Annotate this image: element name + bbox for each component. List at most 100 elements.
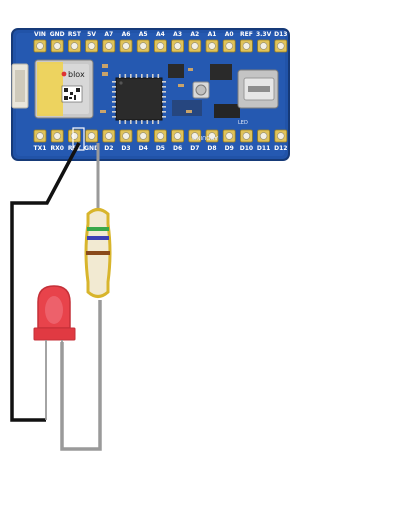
- top-pin-a1: [205, 39, 219, 53]
- module-gold-edge: [37, 62, 63, 116]
- module-brand-text: blox: [68, 70, 85, 79]
- top-pin-a3: [171, 39, 185, 53]
- top-pin-vin: [33, 39, 47, 53]
- reset-button-cap: [195, 84, 207, 96]
- bottom-pin-gnd: [85, 129, 98, 143]
- mcu-chip: [112, 74, 166, 124]
- bottom-pin-rst: [68, 129, 81, 143]
- chip-leg: [157, 74, 160, 78]
- chip-leg: [112, 91, 116, 93]
- bottom-label-d3: D3: [121, 145, 130, 152]
- bottom-label-d11: D11: [257, 145, 270, 152]
- chip-leg: [112, 86, 116, 88]
- chip-leg: [135, 120, 138, 124]
- top-label-a6: A6: [122, 31, 131, 38]
- small-chip-1: [168, 64, 184, 78]
- bottom-label-d10: D10: [240, 145, 253, 152]
- gnd-pin-highlight: [72, 127, 85, 151]
- reset-button: [192, 81, 210, 99]
- chip-leg: [119, 120, 121, 124]
- chip-leg: [112, 81, 116, 83]
- top-pin-5v: [85, 39, 98, 53]
- resistor-band-green: [87, 227, 109, 231]
- chip-leg: [124, 74, 127, 78]
- bottom-pin-d2: [102, 129, 116, 143]
- chip-leg: [130, 74, 132, 78]
- board-name-text: ARDUINO: [191, 134, 218, 140]
- top-label-vin: VIN: [34, 31, 46, 38]
- top-label-rst: RST: [68, 31, 82, 38]
- bottom-label-d4: D4: [139, 145, 148, 152]
- led-highlight: [45, 296, 63, 324]
- top-label-a2: A2: [190, 31, 199, 38]
- chip-leg: [130, 120, 132, 124]
- chip-leg: [162, 106, 166, 108]
- led-base: [33, 327, 76, 341]
- passive-components: [100, 64, 193, 113]
- resistor-band-brown: [86, 251, 110, 255]
- bottom-label-d5: D5: [156, 145, 165, 152]
- chip-leg: [162, 81, 166, 83]
- chip-leg: [124, 120, 127, 124]
- chip-leg: [112, 101, 116, 103]
- bottom-pin-d5: [153, 129, 167, 143]
- top-label-33v: 3.3V: [256, 31, 272, 38]
- chip-leg: [112, 96, 116, 98]
- top-pin-a0: [222, 39, 236, 53]
- bottom-pin-rx0: [50, 129, 64, 143]
- chip-leg: [157, 120, 160, 124]
- bottom-label-tx1: TX1: [34, 145, 47, 152]
- qr-pattern: [64, 88, 80, 100]
- top-pin-a7: [102, 39, 116, 53]
- chip-leg: [135, 74, 138, 78]
- micro-usb-connector: [237, 69, 279, 109]
- chip-leg: [119, 74, 121, 78]
- brand-dot: [61, 71, 67, 77]
- led-label: LED: [238, 120, 248, 126]
- top-pin-a5: [136, 39, 150, 53]
- top-label-d13: D13: [274, 31, 287, 38]
- top-pin-a4: [153, 39, 167, 53]
- usb-port: [248, 86, 270, 92]
- bottom-pin-d9: [222, 129, 236, 143]
- top-label-5v: 5V: [87, 31, 96, 38]
- bottom-pin-d12: [274, 129, 288, 143]
- bottom-pin-d6: [171, 129, 185, 143]
- bottom-pin-d11: [257, 129, 271, 143]
- bottom-pin-d8: [205, 129, 219, 143]
- chip-leg: [152, 120, 154, 124]
- chip-area: [172, 100, 202, 116]
- chip-leg: [162, 116, 166, 118]
- bottom-label-d7: D7: [190, 145, 199, 152]
- chip-body: [115, 77, 163, 121]
- chip-leg: [112, 111, 116, 113]
- resistor-band-blue: [87, 236, 109, 240]
- red-led: [33, 285, 76, 420]
- bottom-pin-tx1: [33, 129, 47, 143]
- bottom-pin-d10: [239, 129, 253, 143]
- top-pin-header: [33, 39, 288, 53]
- chip-leg: [112, 116, 116, 118]
- bottom-label-d2: D2: [104, 145, 113, 152]
- top-label-a7: A7: [104, 31, 113, 38]
- chip-leg: [162, 96, 166, 98]
- chip-leg: [141, 120, 143, 124]
- small-chip-2: [210, 64, 232, 80]
- bottom-pin-d7: [188, 129, 202, 143]
- top-label-a5: A5: [139, 31, 148, 38]
- chip-leg: [162, 86, 166, 88]
- top-pin-a2: [188, 39, 202, 53]
- top-label-a0: A0: [225, 31, 234, 38]
- top-pin-gnd: [50, 39, 64, 53]
- top-label-a4: A4: [156, 31, 165, 38]
- bottom-label-d12: D12: [274, 145, 287, 152]
- chip-leg: [146, 120, 149, 124]
- bottom-label-d9: D9: [225, 145, 234, 152]
- chip-dot: [119, 81, 123, 85]
- chip-leg: [112, 106, 116, 108]
